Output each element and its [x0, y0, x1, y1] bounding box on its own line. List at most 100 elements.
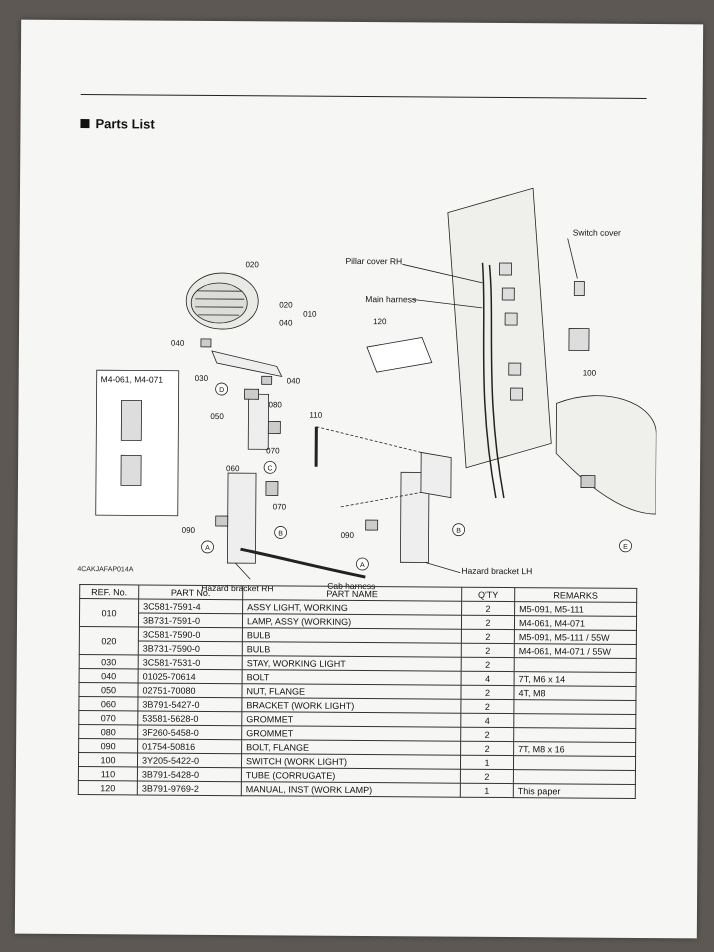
ref-040-a: 040: [279, 318, 293, 327]
manual-120: [366, 336, 433, 373]
ref-040-c: 040: [287, 376, 301, 385]
cell-part-no: 3C581-7591-4: [138, 598, 243, 614]
cell-part-name: ASSY LIGHT, WORKING: [242, 599, 462, 616]
cell-ref: 030: [79, 654, 139, 669]
cell-part-name: TUBE (CORRUGATE): [241, 767, 461, 784]
cell-part-name: STAY, WORKING LIGHT: [242, 655, 462, 672]
cell-ref: 070: [78, 710, 138, 725]
cell-part-no: 3B731-7590-0: [138, 640, 243, 656]
cell-ref: 110: [78, 766, 138, 781]
stay-bracket: [211, 350, 283, 378]
cell-part-name: GROMMET: [241, 725, 461, 742]
cell-remarks: This paper: [513, 783, 636, 799]
ref-070-b: 070: [273, 502, 287, 511]
circle-label-e: E: [623, 544, 628, 551]
cell-part-name: GROMMET: [241, 711, 461, 728]
cell-part-no: 3B791-5427-0: [137, 696, 242, 712]
cell-remarks: M4-061, M4-071 / 55W: [514, 643, 637, 659]
cell-part-name: BRACKET (WORK LIGHT): [241, 697, 461, 714]
cell-part-name: BULB: [242, 641, 462, 658]
circle-label-b2: B: [456, 528, 461, 535]
header-ref-no: REF. No.: [79, 584, 139, 599]
cell-qty: 2: [460, 727, 514, 742]
grommet-070-lower: [265, 480, 279, 496]
parts-list-heading: Parts List: [80, 116, 155, 132]
header-qty: Q'TY: [461, 587, 515, 602]
bolt-040-right: [261, 375, 273, 385]
table-row: 120 3B791-9769-2 MANUAL, INST (WORK LAMP…: [78, 780, 636, 799]
heading-text: Parts List: [95, 116, 155, 132]
cell-qty: 2: [461, 615, 515, 630]
inset-box: [95, 369, 180, 517]
cell-ref: 020: [79, 626, 139, 655]
cell-ref: 100: [78, 752, 138, 767]
cell-part-name: BOLT, FLANGE: [241, 739, 461, 756]
header-remarks: REMARKS: [514, 587, 637, 603]
circle-label-a1: A: [205, 545, 210, 552]
cell-ref: 060: [78, 696, 138, 711]
cell-ref: 120: [78, 780, 138, 795]
cell-part-name: SWITCH (WORK LIGHT): [241, 753, 461, 770]
grommet-e: [580, 475, 596, 489]
cell-remarks: M4-061, M4-071: [514, 615, 637, 631]
ref-010: 010: [303, 310, 317, 319]
cell-qty: 2: [461, 629, 515, 644]
label-pillar-cover-rh: Pillar cover RH: [345, 256, 402, 266]
cell-qty: 1: [460, 755, 514, 770]
cell-part-name: BULB: [242, 627, 462, 644]
ref-020-a: 020: [245, 260, 259, 269]
header-part-name: PART NAME: [242, 585, 462, 602]
ref-030: 030: [195, 374, 209, 383]
label-hazard-bracket-rh: Hazard bracket RH: [201, 583, 273, 594]
cell-remarks: [513, 727, 636, 743]
exploded-diagram: Pillar cover RH Main harness Switch cove…: [95, 187, 657, 594]
ref-020-b: 020: [279, 300, 293, 309]
square-bullet-icon: [80, 119, 90, 129]
cell-qty: 2: [460, 741, 514, 756]
bracket-060: [247, 393, 269, 450]
callout-a1: [201, 540, 214, 554]
cell-part-no: 3B791-9769-2: [137, 780, 242, 796]
label-hazard-bracket-lh: Hazard bracket LH: [461, 566, 532, 576]
circle-label-b1: B: [278, 530, 283, 537]
switch-cover-part: [573, 281, 585, 296]
ref-090-b: 090: [341, 531, 355, 540]
cell-remarks: M5-091, M5-111: [514, 601, 637, 617]
cell-qty: 2: [461, 657, 515, 672]
label-cab-harness: Cab harness: [327, 581, 375, 591]
cell-qty: 2: [460, 769, 514, 784]
circle-label-a2: A: [360, 562, 365, 569]
cell-ref: 050: [78, 682, 139, 697]
cell-qty: 2: [461, 601, 515, 616]
cell-remarks: M5-091, M5-111 / 55W: [514, 629, 637, 645]
label-inset-models: M4-061, M4-071: [101, 374, 164, 384]
parts-table: REF. No. PART No. PART NAME Q'TY REMARKS…: [78, 584, 637, 799]
main-harness: [481, 262, 497, 499]
cell-part-no: 3C581-7590-0: [138, 626, 243, 642]
cell-remarks: [513, 713, 636, 729]
header-part-no: PART No.: [138, 584, 243, 600]
ref-040-b: 040: [171, 339, 185, 348]
cell-qty: 2: [460, 699, 514, 714]
ref-120: 120: [373, 317, 387, 326]
ref-090-a: 090: [182, 526, 196, 535]
header-rule: [80, 94, 647, 99]
circle-label-d1: D: [219, 387, 224, 394]
cell-qty: 4: [461, 671, 515, 686]
cell-part-no: 3Y205-5422-0: [137, 752, 242, 768]
callout-e: [619, 539, 632, 553]
ref-050: 050: [210, 412, 224, 421]
work-lamp-lens: [190, 282, 248, 324]
cell-part-name: MANUAL, INST (WORK LAMP): [241, 781, 461, 798]
cell-part-name: BOLT: [242, 669, 462, 686]
figure-code: 4CAKJAFAP014A: [77, 566, 134, 574]
circle-label-c1: C: [268, 465, 273, 472]
ref-070-a: 070: [266, 446, 280, 455]
cell-part-no: 01754-50816: [137, 738, 242, 754]
switch-100: [568, 328, 590, 352]
cell-qty: 1: [460, 783, 514, 798]
cell-remarks: 7T, M6 x 14: [514, 671, 637, 687]
callout-a2: [356, 557, 369, 571]
cab-harness: [240, 547, 366, 579]
label-main-harness: Main harness: [365, 294, 416, 304]
